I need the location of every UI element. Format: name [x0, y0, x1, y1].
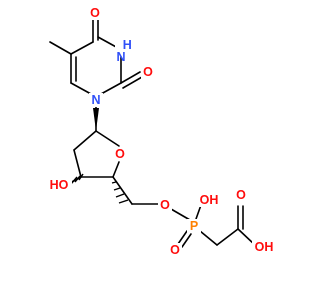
atom-o5-label: O: [160, 198, 170, 212]
atom-o2: O: [141, 65, 155, 79]
atom-p-label: P: [190, 219, 198, 233]
bond-p-ch2: [199, 230, 218, 246]
atom-carboxyl-oh: OH: [252, 240, 276, 254]
bond-c4-c5prime: [112, 176, 133, 205]
atom-oring-label: O: [115, 147, 125, 161]
sugar-ring: [67, 130, 161, 205]
bond-c4-c5: [70, 41, 94, 55]
atom-o3h-label: HO: [50, 178, 69, 192]
bond-c2-o2-b: [122, 76, 143, 89]
atom-p-oh-label: OH: [200, 193, 219, 207]
atom-o4-label: O: [90, 6, 100, 20]
stereo-bonds: [70, 108, 129, 204]
bond-c3-c2: [73, 149, 82, 178]
wedge-c1-n1: [93, 108, 99, 131]
atom-carboxyl-oh-label: OH: [255, 240, 274, 254]
phosphonate-group: [170, 204, 256, 248]
bond-o5-p: [170, 208, 191, 221]
hash-c4-c5prime: [111, 181, 129, 204]
bond-c5-methyl: [49, 41, 72, 55]
atom-p-o: O: [168, 243, 182, 257]
bond-n1-c2: [100, 82, 122, 95]
bond-ch2-c: [216, 228, 239, 246]
atom-n3-h: H: [123, 38, 132, 52]
atom-n3-n: N: [116, 50, 125, 64]
atom-n1: N: [89, 93, 103, 107]
atom-oring: O: [113, 147, 127, 161]
bond-c1-oring: [95, 130, 120, 147]
bond-p-o-b: [181, 233, 192, 248]
atom-carbonyl-o-label: O: [236, 188, 246, 202]
bond-p-o-a: [177, 230, 188, 245]
atom-carbonyl-o: O: [234, 188, 248, 202]
atom-o5: O: [158, 198, 172, 212]
bond-oring-c4: [112, 161, 120, 178]
bond-p-oh: [195, 204, 202, 220]
atom-labels: O H N O N O HO O: [48, 6, 276, 257]
bond-c2-c1: [73, 130, 97, 151]
atom-p-o-label: O: [170, 243, 180, 257]
atom-o3h: HO: [48, 178, 72, 192]
hash-c3-o3h: [70, 173, 84, 185]
atom-o2-label: O: [143, 65, 153, 79]
bond-c6-n1: [70, 82, 92, 95]
atom-p: P: [187, 219, 201, 233]
atom-n3-label: H N: [116, 38, 135, 64]
bond-c2-o2-a: [120, 71, 141, 84]
molecule-structure-diagram: O H N O N O HO O: [48, 6, 276, 257]
atom-n3: H N: [115, 38, 135, 64]
atom-o4: O: [88, 6, 102, 20]
atom-n1-label: N: [91, 93, 100, 107]
bond-n3-c4: [97, 36, 119, 49]
atom-p-oh: OH: [197, 193, 221, 207]
